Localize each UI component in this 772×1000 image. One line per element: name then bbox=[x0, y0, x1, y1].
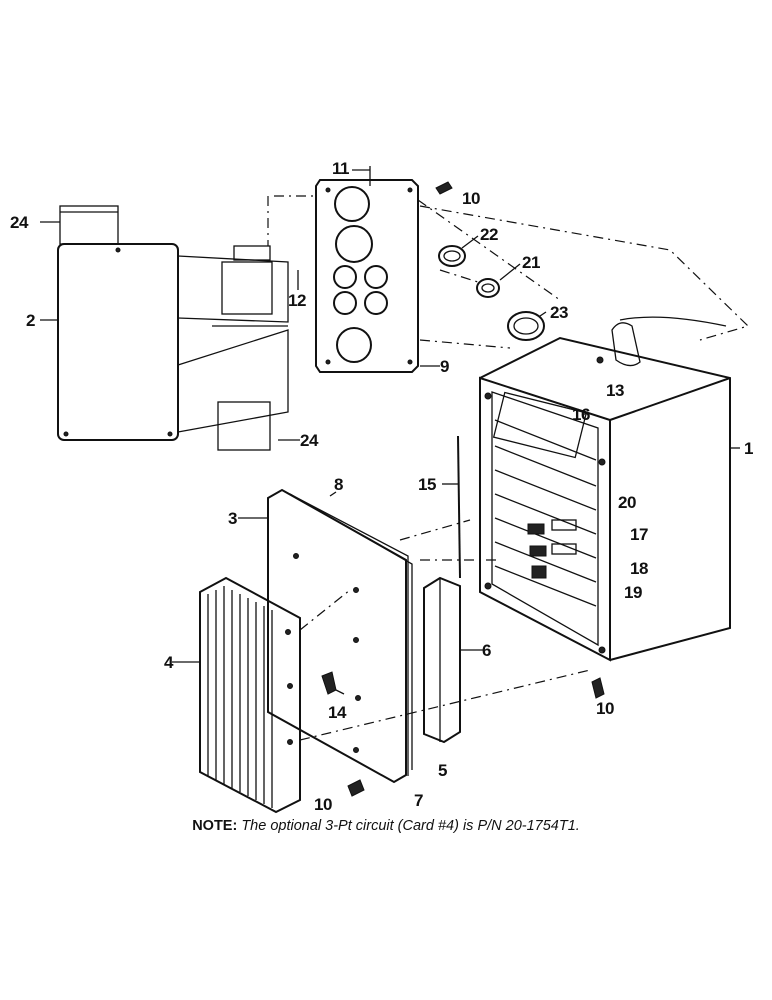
callout-20: 20 bbox=[618, 493, 636, 512]
leader-lines bbox=[40, 169, 740, 695]
latch-part bbox=[596, 316, 727, 367]
callout-15: 15 bbox=[418, 475, 436, 494]
callout-8: 8 bbox=[334, 475, 343, 494]
callout-24-bottom: 24 bbox=[300, 431, 319, 450]
callout-10-right: 10 bbox=[596, 699, 614, 718]
callout-22: 22 bbox=[480, 225, 498, 244]
callout-14: 14 bbox=[328, 703, 347, 722]
relays bbox=[527, 519, 577, 579]
cover-plate-part bbox=[57, 243, 289, 451]
callout-21: 21 bbox=[522, 253, 540, 272]
callout-11: 11 bbox=[332, 159, 349, 178]
callout-1: 1 bbox=[744, 439, 753, 458]
callout-5: 5 bbox=[438, 761, 447, 780]
note-text: The optional 3-Pt circuit (Card #4) is P… bbox=[237, 818, 580, 834]
cabinet-part bbox=[479, 336, 731, 662]
circuit-board-part bbox=[267, 488, 413, 784]
callout-23: 23 bbox=[550, 303, 568, 322]
guide-rod-part bbox=[457, 435, 461, 579]
screws bbox=[321, 181, 605, 797]
note-label: NOTE: bbox=[192, 818, 238, 834]
indicator-lamps-part bbox=[438, 245, 545, 341]
bracket-part bbox=[59, 205, 119, 245]
card-slots bbox=[494, 419, 597, 607]
callout-10-top: 10 bbox=[462, 189, 480, 208]
transformer-part bbox=[423, 576, 461, 744]
callout-3: 3 bbox=[228, 509, 237, 528]
callout-17: 17 bbox=[630, 525, 648, 544]
callout-13: 13 bbox=[606, 381, 624, 400]
callout-24-top: 24 bbox=[10, 213, 29, 232]
assembly-lines bbox=[267, 195, 750, 741]
callout-6: 6 bbox=[482, 641, 491, 660]
heat-sink-part bbox=[199, 576, 301, 814]
callout-4: 4 bbox=[164, 653, 174, 672]
callout-2: 2 bbox=[26, 311, 35, 330]
callout-19: 19 bbox=[624, 583, 642, 602]
heat-sink-fins bbox=[207, 586, 273, 808]
diagram-note: NOTE: The optional 3-Pt circuit (Card #4… bbox=[0, 818, 772, 834]
callout-12: 12 bbox=[288, 291, 306, 310]
meter-panel-part bbox=[315, 166, 419, 373]
callout-7: 7 bbox=[414, 791, 423, 810]
callouts: 24 2 24 11 10 22 12 21 23 9 13 1 16 15 8… bbox=[10, 159, 754, 814]
callout-9: 9 bbox=[440, 357, 449, 376]
callout-10-bottom: 10 bbox=[314, 795, 332, 814]
callout-16: 16 bbox=[572, 405, 590, 424]
callout-18: 18 bbox=[630, 559, 648, 578]
